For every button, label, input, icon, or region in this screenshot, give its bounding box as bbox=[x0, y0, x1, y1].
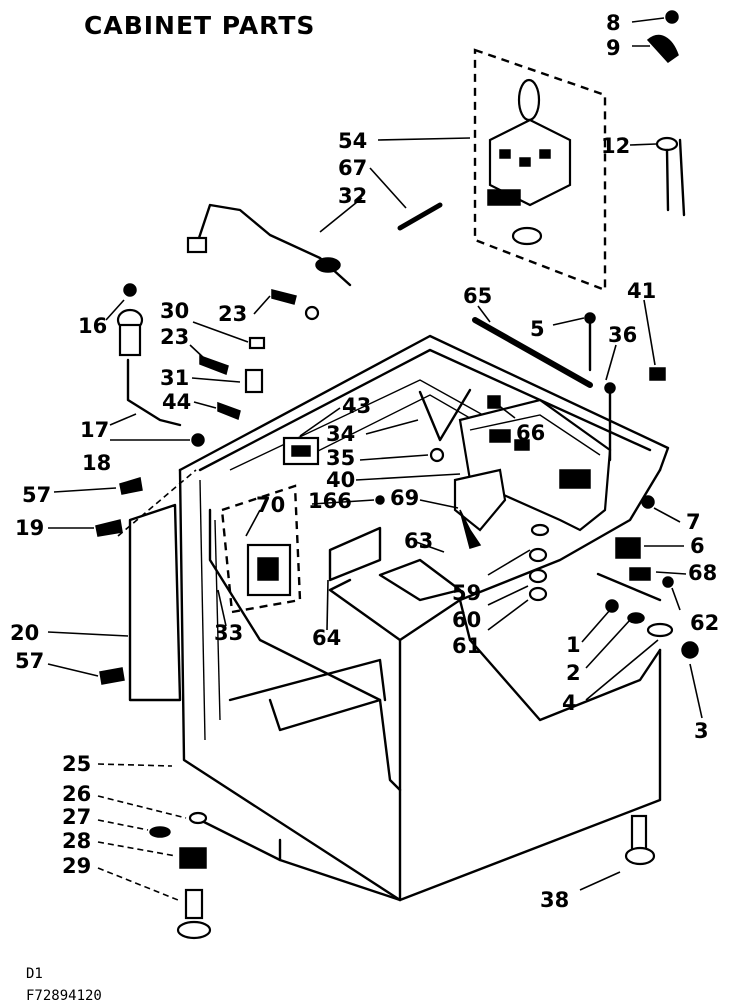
wire-harness bbox=[186, 203, 352, 321]
callout-label: 33 bbox=[214, 621, 243, 645]
callout-label: 26 bbox=[62, 782, 91, 806]
callout-label: 7 bbox=[686, 510, 701, 534]
callout-label: 12 bbox=[601, 134, 630, 158]
callout-label: 1 bbox=[566, 633, 581, 657]
housing-part bbox=[453, 468, 507, 532]
callout-label: 65 bbox=[463, 284, 492, 308]
callout-label: 30 bbox=[160, 299, 189, 323]
cabinet-front-left-panel bbox=[178, 468, 402, 902]
callout-label: 67 bbox=[338, 156, 367, 180]
callout-label: 8 bbox=[606, 11, 621, 35]
bracket-43 bbox=[282, 436, 320, 466]
callout-label: 59 bbox=[452, 581, 481, 605]
callout-label: 4 bbox=[562, 691, 577, 715]
callout-label: 23 bbox=[218, 302, 247, 326]
leader-lines bbox=[47, 17, 703, 901]
callout-label: 61 bbox=[452, 634, 481, 658]
callout-label: 57 bbox=[15, 649, 44, 673]
callout-label: 17 bbox=[80, 418, 109, 442]
callout-label: 38 bbox=[540, 888, 569, 912]
callout-label: 18 bbox=[82, 451, 111, 475]
callout-label: 34 bbox=[326, 422, 355, 446]
fasteners bbox=[95, 289, 699, 685]
callout-label: 68 bbox=[688, 561, 717, 585]
cabinet-front-opening bbox=[208, 508, 402, 792]
callout-label: 2 bbox=[566, 661, 581, 685]
callout-label: 32 bbox=[338, 184, 367, 208]
callout-label: 44 bbox=[162, 390, 191, 414]
diagram-title: CABINET PARTS bbox=[84, 11, 315, 40]
callout-label: 60 bbox=[452, 608, 481, 632]
callout-label: 41 bbox=[627, 279, 656, 303]
callout-label: 16 bbox=[78, 314, 107, 338]
callout-label: 57 bbox=[22, 483, 51, 507]
callout-label: 19 bbox=[15, 516, 44, 540]
callout-label: 63 bbox=[404, 529, 433, 553]
cabinet-body bbox=[178, 334, 670, 902]
rail bbox=[472, 317, 593, 388]
callout-label: 25 bbox=[62, 752, 91, 776]
callout-labels: 8 9 12 54 67 32 65 5 41 36 16 30 23 23 3… bbox=[10, 11, 719, 912]
lid-switch-assembly bbox=[473, 48, 607, 292]
callout-label: 5 bbox=[530, 317, 545, 341]
rod bbox=[397, 202, 443, 231]
callout-label: 54 bbox=[338, 129, 367, 153]
cabinet-top-outline bbox=[178, 334, 670, 472]
leveling-bolt bbox=[624, 814, 656, 866]
callout-label: 3 bbox=[694, 719, 709, 743]
callout-label: 31 bbox=[160, 366, 189, 390]
switch-box bbox=[220, 484, 302, 614]
callout-label: 20 bbox=[10, 621, 39, 645]
footer-code-line1: D1 bbox=[26, 966, 43, 982]
leveling-foot bbox=[149, 811, 212, 940]
clamp-parts bbox=[646, 10, 686, 217]
callout-label: 62 bbox=[690, 611, 719, 635]
callout-label: 29 bbox=[62, 854, 91, 878]
callout-label: 70 bbox=[256, 493, 285, 517]
hose bbox=[116, 283, 182, 427]
callout-label: 6 bbox=[690, 534, 705, 558]
callout-label: 69 bbox=[390, 486, 419, 510]
callout-label: 23 bbox=[160, 325, 189, 349]
cabinet-front-right-panel bbox=[398, 648, 662, 902]
footer-code-line2: F72894120 bbox=[26, 988, 102, 1004]
callout-label: 27 bbox=[62, 805, 91, 829]
callout-label: 64 bbox=[312, 626, 341, 650]
callout-label: 36 bbox=[608, 323, 637, 347]
callout-label: 166 bbox=[308, 489, 352, 513]
callout-label: 9 bbox=[606, 36, 621, 60]
callout-label: 28 bbox=[62, 829, 91, 853]
callout-label: 40 bbox=[326, 468, 355, 492]
v-support bbox=[418, 388, 472, 442]
callout-label: 66 bbox=[516, 421, 545, 445]
side-panel bbox=[128, 503, 182, 702]
callout-label: 43 bbox=[342, 394, 371, 418]
callout-label: 35 bbox=[326, 446, 355, 470]
